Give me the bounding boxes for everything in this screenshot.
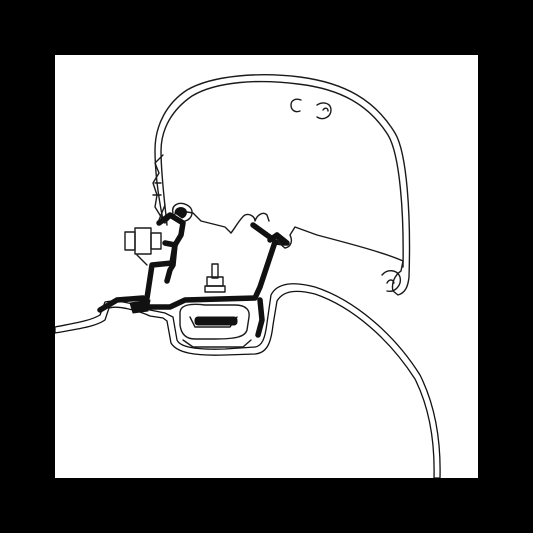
side-bolt [124,227,162,266]
adapter-base-profile [97,239,288,338]
upper-clamp [156,212,290,248]
vehicle-roof-wall [55,283,441,478]
awning-case-profile [152,74,411,296]
centre-bolt [204,263,226,293]
awning-bracket-diagram [55,74,441,478]
mounting-channel [179,303,252,348]
diagram-panel [55,55,478,478]
